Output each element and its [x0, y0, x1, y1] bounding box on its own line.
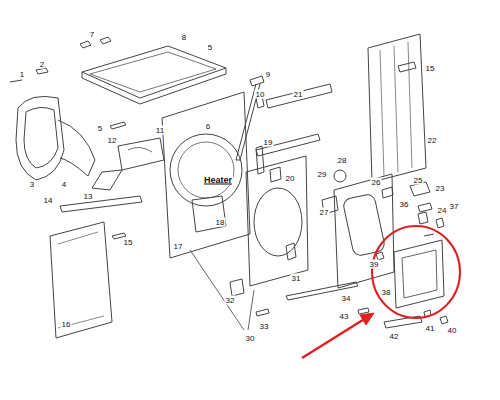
callout-number: 20: [285, 174, 296, 183]
callout-number: 32: [225, 296, 236, 305]
callout-number: 33: [259, 322, 270, 331]
callout-number: 11: [155, 126, 165, 135]
callout-number: 21: [293, 90, 304, 99]
callout-number: 10: [255, 90, 266, 99]
callout-number: 8: [181, 33, 187, 42]
callout-number: 5: [97, 124, 103, 133]
callout-number: 29: [317, 170, 328, 179]
callout-number: 28: [337, 156, 348, 165]
callout-number: 14: [43, 196, 54, 205]
callout-number: 36: [399, 200, 410, 209]
callout-number: 25: [413, 176, 424, 185]
callout-number: 27: [319, 208, 330, 217]
callout-number: 43: [339, 312, 350, 321]
callout-number: 37: [449, 202, 460, 211]
callout-number: 40: [447, 326, 458, 335]
callout-number: 7: [89, 30, 95, 39]
callout-number: 3: [29, 180, 35, 189]
callout-number: 30: [245, 334, 256, 343]
callout-number: 16: [61, 320, 72, 329]
callout-number: 31: [291, 274, 302, 283]
callout-number: 34: [341, 294, 352, 303]
part-label: Heater: [203, 176, 233, 185]
callout-number: 1: [19, 70, 25, 79]
callout-number: 18: [215, 218, 226, 227]
callout-number: 23: [435, 184, 446, 193]
callout-number: 19: [263, 138, 274, 147]
callout-number: 5: [207, 43, 213, 52]
callout-number: 9: [265, 70, 271, 79]
callout-number: 12: [107, 136, 118, 145]
callout-number: 39: [369, 260, 380, 269]
callout-number: 42: [389, 332, 400, 341]
callout-number: 26: [371, 178, 382, 187]
callout-number: 4: [61, 180, 67, 189]
callout-number: 22: [427, 136, 438, 145]
callout-number: 15: [425, 64, 436, 73]
callout-number: 2: [39, 60, 45, 69]
callout-number: 24: [437, 206, 448, 215]
callout-number: 13: [83, 192, 94, 201]
callout-number: 38: [381, 288, 392, 297]
callout-number: 6: [205, 122, 211, 131]
callout-number: 41: [425, 324, 436, 333]
callout-number: 17: [173, 242, 184, 251]
callout-number: 15: [123, 238, 134, 247]
